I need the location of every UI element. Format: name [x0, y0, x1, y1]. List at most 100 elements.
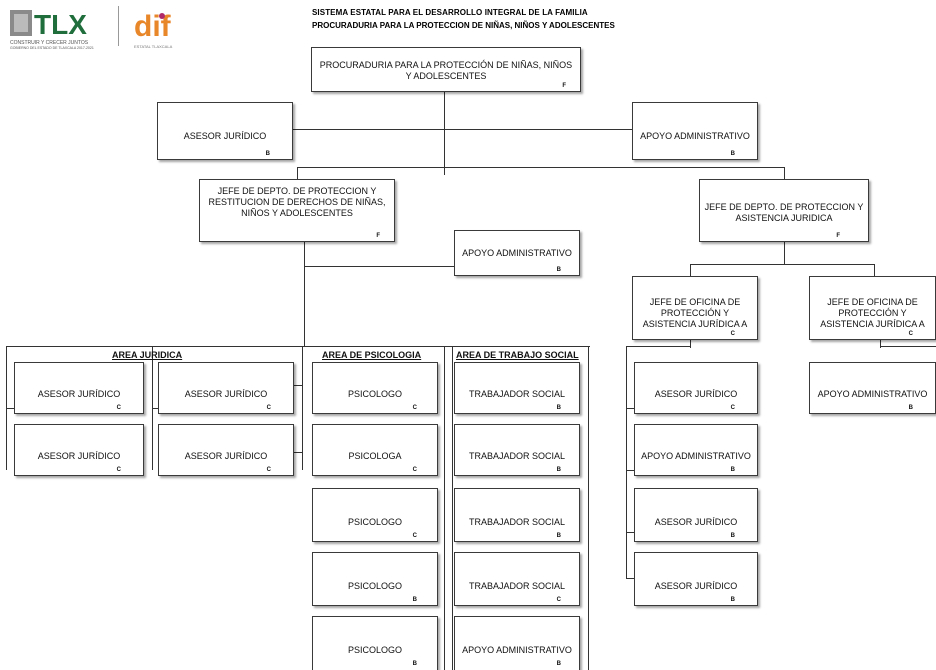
connector	[784, 167, 785, 179]
position-code: C	[412, 467, 417, 473]
position-box-psicologo: PSICOLOGO B	[312, 616, 438, 670]
tlx-wordmark: TLX	[34, 9, 87, 40]
position-code: B	[908, 405, 913, 411]
position-code: C	[908, 331, 913, 337]
connector	[444, 346, 445, 670]
connector	[784, 242, 785, 264]
connector	[302, 346, 303, 470]
position-title: ASESOR JURÍDICO	[184, 389, 268, 399]
position-box-procuraduria: PROCURADURIA PARA LA PROTECCIÓN DE NIÑAS…	[311, 47, 581, 92]
position-code: B	[730, 533, 735, 539]
position-code: C	[266, 405, 271, 411]
position-title: PROCURADURIA PARA LA PROTECCIÓN DE NIÑAS…	[319, 60, 573, 81]
connector	[152, 408, 158, 409]
connector	[452, 346, 453, 670]
position-box-psicologo: PSICOLOGO C	[312, 362, 438, 414]
position-title: APOYO ADMINISTRATIVO	[817, 389, 928, 399]
position-title: ASESOR JURÍDICO	[183, 131, 267, 141]
tlx-dif-logo: TLX CONSTRUIR Y CRECER JUNTOS GOBIERNO D…	[10, 6, 173, 50]
connector	[294, 385, 302, 386]
position-box-asesor-juridico: ASESOR JURÍDICO B	[157, 102, 293, 160]
position-box-jefe-asistencia: JEFE DE DEPTO. DE PROTECCION Y ASISTENCI…	[699, 179, 869, 242]
connector	[690, 264, 691, 276]
position-title: PSICOLOGO	[347, 645, 402, 655]
position-box-asesor-juridico: ASESOR JURÍDICO C	[158, 424, 294, 476]
position-box-trabajador-social: TRABAJADOR SOCIAL B	[454, 362, 580, 414]
position-code: B	[556, 533, 561, 539]
position-code: B	[556, 405, 561, 411]
position-box-psicologo: PSICOLOGO B	[312, 552, 438, 606]
position-title: ASESOR JURÍDICO	[37, 451, 121, 461]
position-title: ASESOR JURÍDICO	[654, 517, 738, 527]
position-code: F	[376, 233, 380, 239]
position-box-psicologa: PSICOLOGA C	[312, 424, 438, 476]
position-title: JEFE DE DEPTO. DE PROTECCION Y RESTITUCI…	[208, 186, 386, 218]
connector	[6, 408, 14, 409]
position-code: B	[730, 467, 735, 473]
position-box-apoyo-administrativo: APOYO ADMINISTRATIVO B	[809, 362, 936, 414]
position-code: F	[562, 83, 566, 89]
position-box-trabajador-social: TRABAJADOR SOCIAL B	[454, 488, 580, 542]
position-title: ASESOR JURÍDICO	[654, 389, 738, 399]
position-box-psicologo: PSICOLOGO C	[312, 488, 438, 542]
connector	[626, 408, 634, 409]
connector	[294, 452, 302, 453]
position-title: PSICOLOGO	[347, 581, 402, 591]
position-box-apoyo-administrativo: APOYO ADMINISTRATIVO B	[634, 424, 758, 476]
position-title: TRABAJADOR SOCIAL	[468, 389, 566, 399]
dif-wordmark: dif	[134, 10, 172, 43]
position-title: ASESOR JURÍDICO	[184, 451, 268, 461]
connector	[626, 346, 627, 578]
position-code: B	[412, 597, 417, 603]
position-code: B	[412, 661, 417, 667]
position-title: TRABAJADOR SOCIAL	[468, 581, 566, 591]
position-box-asesor-juridico: ASESOR JURÍDICO C	[14, 362, 144, 414]
position-box-apoyo-administrativo: APOYO ADMINISTRATIVO B	[454, 616, 580, 670]
position-code: B	[556, 467, 561, 473]
connector	[874, 264, 875, 276]
logo-group: TLX CONSTRUIR Y CRECER JUNTOS GOBIERNO D…	[8, 4, 198, 50]
position-code: F	[836, 233, 840, 239]
connector	[690, 340, 691, 348]
connector	[304, 266, 454, 267]
position-code: B	[556, 661, 561, 667]
position-title: APOYO ADMINISTRATIVO	[462, 248, 572, 258]
connector	[266, 129, 632, 130]
position-title: JEFE DE OFICINA DE PROTECCIÓN Y ASISTENC…	[820, 297, 925, 329]
position-code: C	[730, 331, 735, 337]
position-box-jefe-oficina: JEFE DE OFICINA DE PROTECCIÓN Y ASISTENC…	[632, 276, 758, 340]
connector	[297, 167, 784, 168]
position-box-asesor-juridico: ASESOR JURÍDICO C	[634, 362, 758, 414]
position-title: APOYO ADMINISTRATIVO	[641, 451, 751, 461]
connector	[588, 346, 589, 670]
position-code: C	[116, 467, 121, 473]
position-box-asesor-juridico: ASESOR JURÍDICO C	[14, 424, 144, 476]
position-code: C	[556, 597, 561, 603]
connector	[626, 532, 634, 533]
area-psicologia-label: AREA DE PSICOLOGIA	[322, 350, 422, 360]
position-box-asesor-juridico: ASESOR JURÍDICO B	[634, 488, 758, 542]
position-title: TRABAJADOR SOCIAL	[468, 451, 566, 461]
position-code: C	[266, 467, 271, 473]
position-box-asesor-juridico: ASESOR JURÍDICO C	[158, 362, 294, 414]
connector	[626, 470, 634, 471]
position-box-apoyo-administrativo: APOYO ADMINISTRATIVO B	[632, 102, 758, 160]
header-subtitle: PROCURADURIA PARA LA PROTECCION DE NIÑAS…	[312, 21, 615, 30]
connector	[626, 578, 634, 579]
tlx-tagline: CONSTRUIR Y CRECER JUNTOS	[10, 40, 89, 46]
position-title: PSICOLOGA	[348, 451, 402, 461]
tlx-subtitle: GOBIERNO DEL ESTADO DE TLAXCALA 2017-202…	[10, 46, 94, 50]
connector	[444, 92, 445, 175]
position-code: C	[730, 405, 735, 411]
position-code: C	[116, 405, 121, 411]
position-title: PSICOLOGO	[347, 517, 402, 527]
position-title: JEFE DE DEPTO. DE PROTECCION Y ASISTENCI…	[704, 202, 864, 223]
area-trabajo-social-label: AREA DE TRABAJO SOCIAL	[456, 350, 579, 360]
position-title: PSICOLOGO	[347, 389, 402, 399]
position-code: C	[412, 533, 417, 539]
connector	[880, 346, 936, 347]
position-code: B	[556, 267, 561, 273]
position-title: ASESOR JURÍDICO	[654, 581, 738, 591]
position-code: C	[412, 405, 417, 411]
